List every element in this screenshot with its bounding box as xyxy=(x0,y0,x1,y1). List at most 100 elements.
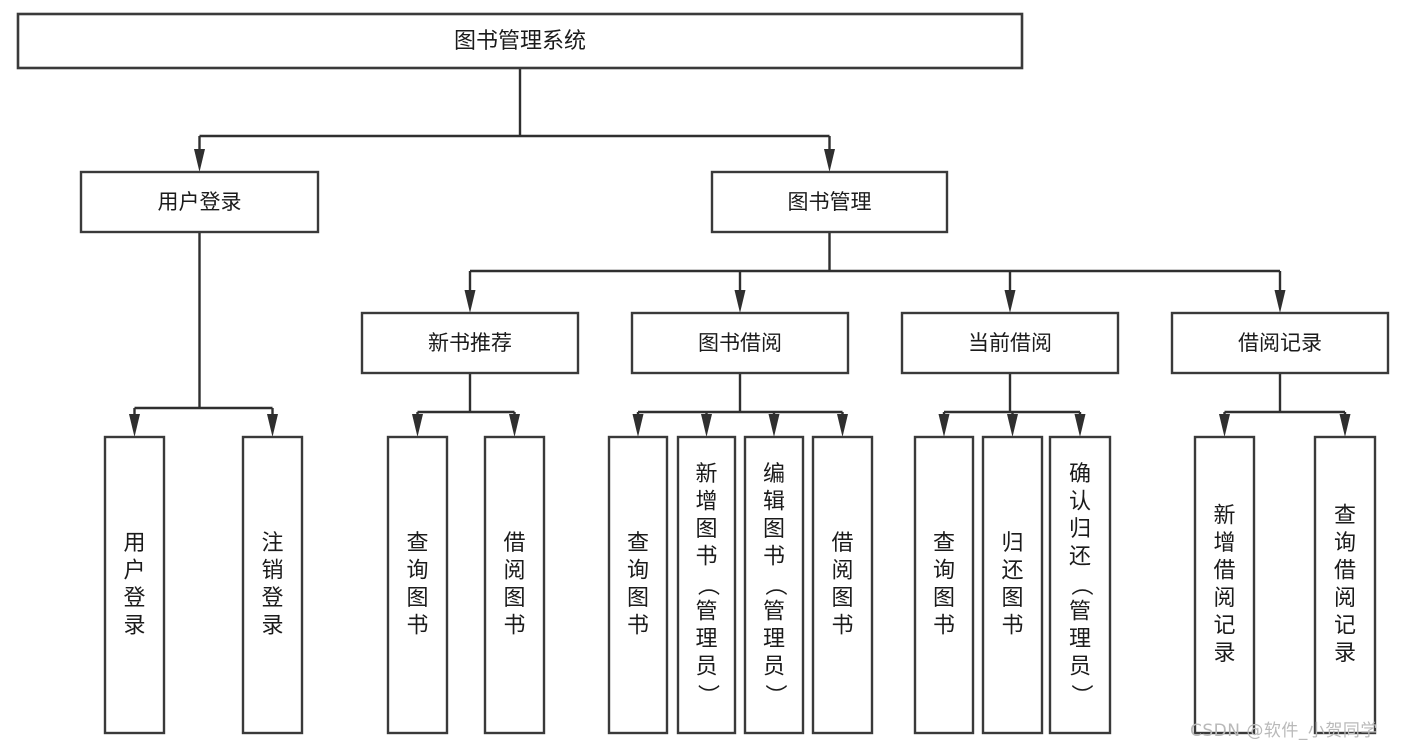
svg-text:）: ） xyxy=(695,684,720,706)
module-0-to-leaves-branch-0-arrowhead xyxy=(412,414,423,437)
svg-text:图: 图 xyxy=(763,517,785,542)
svg-text:录: 录 xyxy=(1213,641,1235,666)
svg-text:编: 编 xyxy=(763,462,785,487)
node-module-label-3: 借阅记录 xyxy=(1238,331,1322,355)
svg-text:阅: 阅 xyxy=(831,558,853,583)
leaf-box-m3-0[interactable] xyxy=(1193,435,1256,735)
root-to-level1-branch-1-arrowhead xyxy=(824,149,835,172)
leaf-box-l1-0-0[interactable] xyxy=(103,435,166,735)
leaf-box-m2-0[interactable] xyxy=(913,435,975,735)
user-login-to-leaves-branch-1-arrowhead xyxy=(267,414,278,437)
leaf-box-m1-3[interactable] xyxy=(811,435,874,735)
svg-text:归: 归 xyxy=(1069,517,1091,542)
svg-text:查: 查 xyxy=(627,531,649,556)
svg-text:登: 登 xyxy=(261,586,283,611)
leaf-label-l1-0-0: 用户登录 xyxy=(123,531,145,639)
book-mgmt-to-modules-branch-0-arrowhead xyxy=(464,290,476,313)
connectors-layer xyxy=(129,68,1351,437)
node-root-box[interactable] xyxy=(16,12,1024,70)
svg-text:还: 还 xyxy=(1001,558,1023,583)
svg-text:确: 确 xyxy=(1069,462,1091,487)
leaf-box-m2-2[interactable] xyxy=(1048,435,1112,735)
leaf-box-m0-0[interactable] xyxy=(386,435,449,735)
svg-text:户: 户 xyxy=(123,558,145,583)
node-level1-box-1[interactable] xyxy=(710,170,949,234)
svg-text:新: 新 xyxy=(1213,503,1235,528)
svg-text:用: 用 xyxy=(123,531,145,556)
svg-text:记: 记 xyxy=(1334,613,1356,638)
leaf-box-l1-0-1[interactable] xyxy=(241,435,304,735)
leaf-box-m2-1[interactable] xyxy=(981,435,1044,735)
svg-text:书: 书 xyxy=(933,613,955,638)
svg-text:图: 图 xyxy=(627,586,649,611)
leaf-box-m1-1[interactable] xyxy=(676,435,737,735)
node-level1-box-0[interactable] xyxy=(79,170,320,234)
svg-text:员: 员 xyxy=(763,655,785,680)
svg-text:还: 还 xyxy=(1069,545,1091,570)
svg-text:销: 销 xyxy=(261,558,283,583)
svg-text:录: 录 xyxy=(1334,641,1356,666)
svg-text:注: 注 xyxy=(261,531,283,556)
book-mgmt-to-modules-branch-2-arrowhead xyxy=(1004,290,1016,313)
svg-text:图: 图 xyxy=(503,586,525,611)
svg-text:询: 询 xyxy=(933,558,955,583)
user-login-to-leaves-branch-0-arrowhead xyxy=(129,414,140,437)
svg-text:登: 登 xyxy=(123,586,145,611)
leaf-box-m0-1[interactable] xyxy=(483,435,546,735)
svg-text:）: ） xyxy=(762,684,787,706)
svg-text:借: 借 xyxy=(1334,558,1356,583)
svg-text:理: 理 xyxy=(695,627,717,652)
module-3-to-leaves-branch-1-arrowhead xyxy=(1339,414,1351,437)
module-1-to-leaves-branch-0-arrowhead xyxy=(632,414,644,437)
svg-text:查: 查 xyxy=(406,531,428,556)
svg-text:（: （ xyxy=(695,574,720,596)
node-module-box-0[interactable] xyxy=(360,311,580,375)
svg-text:书: 书 xyxy=(1001,613,1023,638)
svg-text:管: 管 xyxy=(695,600,717,625)
svg-text:书: 书 xyxy=(406,613,428,638)
module-2-to-leaves-branch-0-arrowhead xyxy=(938,414,950,437)
svg-text:（: （ xyxy=(762,574,787,596)
svg-text:询: 询 xyxy=(406,558,428,583)
svg-text:借: 借 xyxy=(831,531,853,556)
module-1-to-leaves-branch-2-arrowhead xyxy=(768,414,780,437)
svg-text:员: 员 xyxy=(695,655,717,680)
svg-text:图: 图 xyxy=(831,586,853,611)
node-module-label-0: 新书推荐 xyxy=(428,331,512,355)
svg-text:查: 查 xyxy=(1334,503,1356,528)
leaf-box-m3-1[interactable] xyxy=(1313,435,1377,735)
node-module-box-1[interactable] xyxy=(630,311,850,375)
node-module-box-2[interactable] xyxy=(900,311,1120,375)
nodes-layer: 图书管理系统用户登录用户登录注销登录图书管理新书推荐查询图书借阅图书图书借阅查询… xyxy=(16,12,1390,735)
svg-text:书: 书 xyxy=(831,613,853,638)
svg-text:阅: 阅 xyxy=(1334,586,1356,611)
svg-text:阅: 阅 xyxy=(503,558,525,583)
leaf-box-m1-0[interactable] xyxy=(607,435,669,735)
svg-text:理: 理 xyxy=(763,627,785,652)
module-2-to-leaves-branch-2-arrowhead xyxy=(1074,414,1086,437)
svg-text:书: 书 xyxy=(763,545,785,570)
module-1-to-leaves-branch-1-arrowhead xyxy=(701,414,712,437)
root-to-level1-branch-0-arrowhead xyxy=(194,149,205,172)
svg-text:增: 增 xyxy=(695,490,717,515)
node-module-box-3[interactable] xyxy=(1170,311,1390,375)
svg-text:图: 图 xyxy=(406,586,428,611)
node-module-label-2: 当前借阅 xyxy=(968,331,1052,355)
svg-text:理: 理 xyxy=(1069,627,1091,652)
svg-text:图: 图 xyxy=(695,517,717,542)
leaf-box-m1-2[interactable] xyxy=(743,435,805,735)
node-module-label-1: 图书借阅 xyxy=(698,331,782,355)
svg-text:管: 管 xyxy=(1069,600,1091,625)
